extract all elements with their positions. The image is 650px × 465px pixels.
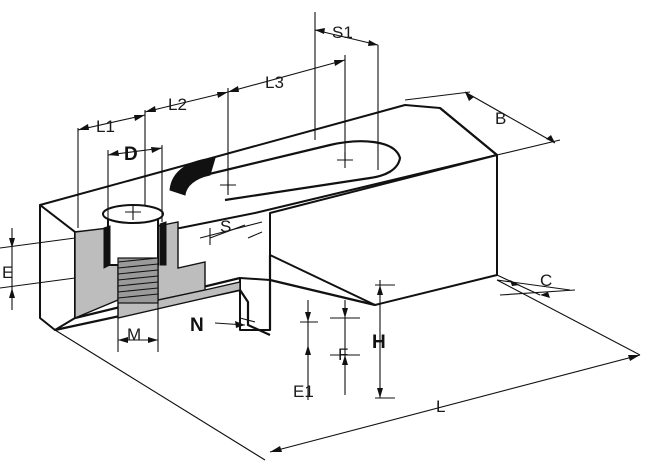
clamp-body	[39, 104, 498, 337]
label-l: L	[436, 397, 445, 416]
label-h: H	[372, 332, 386, 353]
label-e: E	[2, 263, 13, 282]
dimension-lines	[0, 12, 641, 461]
label-c: C	[540, 271, 552, 290]
label-d: D	[124, 144, 138, 165]
label-l2: L2	[168, 95, 187, 114]
left-end-face	[39, 204, 76, 331]
slot-outline	[204, 140, 402, 202]
label-l1: L1	[96, 117, 115, 136]
thread	[117, 257, 159, 304]
label-n: N	[190, 315, 204, 336]
label-f: F	[338, 345, 348, 364]
label-s: S	[220, 217, 231, 236]
dimension-labels: S1 B L3 L2 L1 D S E C H M N F E1 L	[2, 23, 552, 416]
lower-step-face	[239, 277, 271, 331]
label-s1: S1	[332, 23, 353, 42]
slot	[169, 140, 402, 202]
right-block-front-face	[269, 154, 498, 306]
label-e1: E1	[293, 382, 314, 401]
label-m: M	[127, 325, 141, 344]
label-l3: L3	[265, 73, 284, 92]
label-b: B	[495, 109, 506, 128]
slot-shadow	[169, 157, 216, 196]
